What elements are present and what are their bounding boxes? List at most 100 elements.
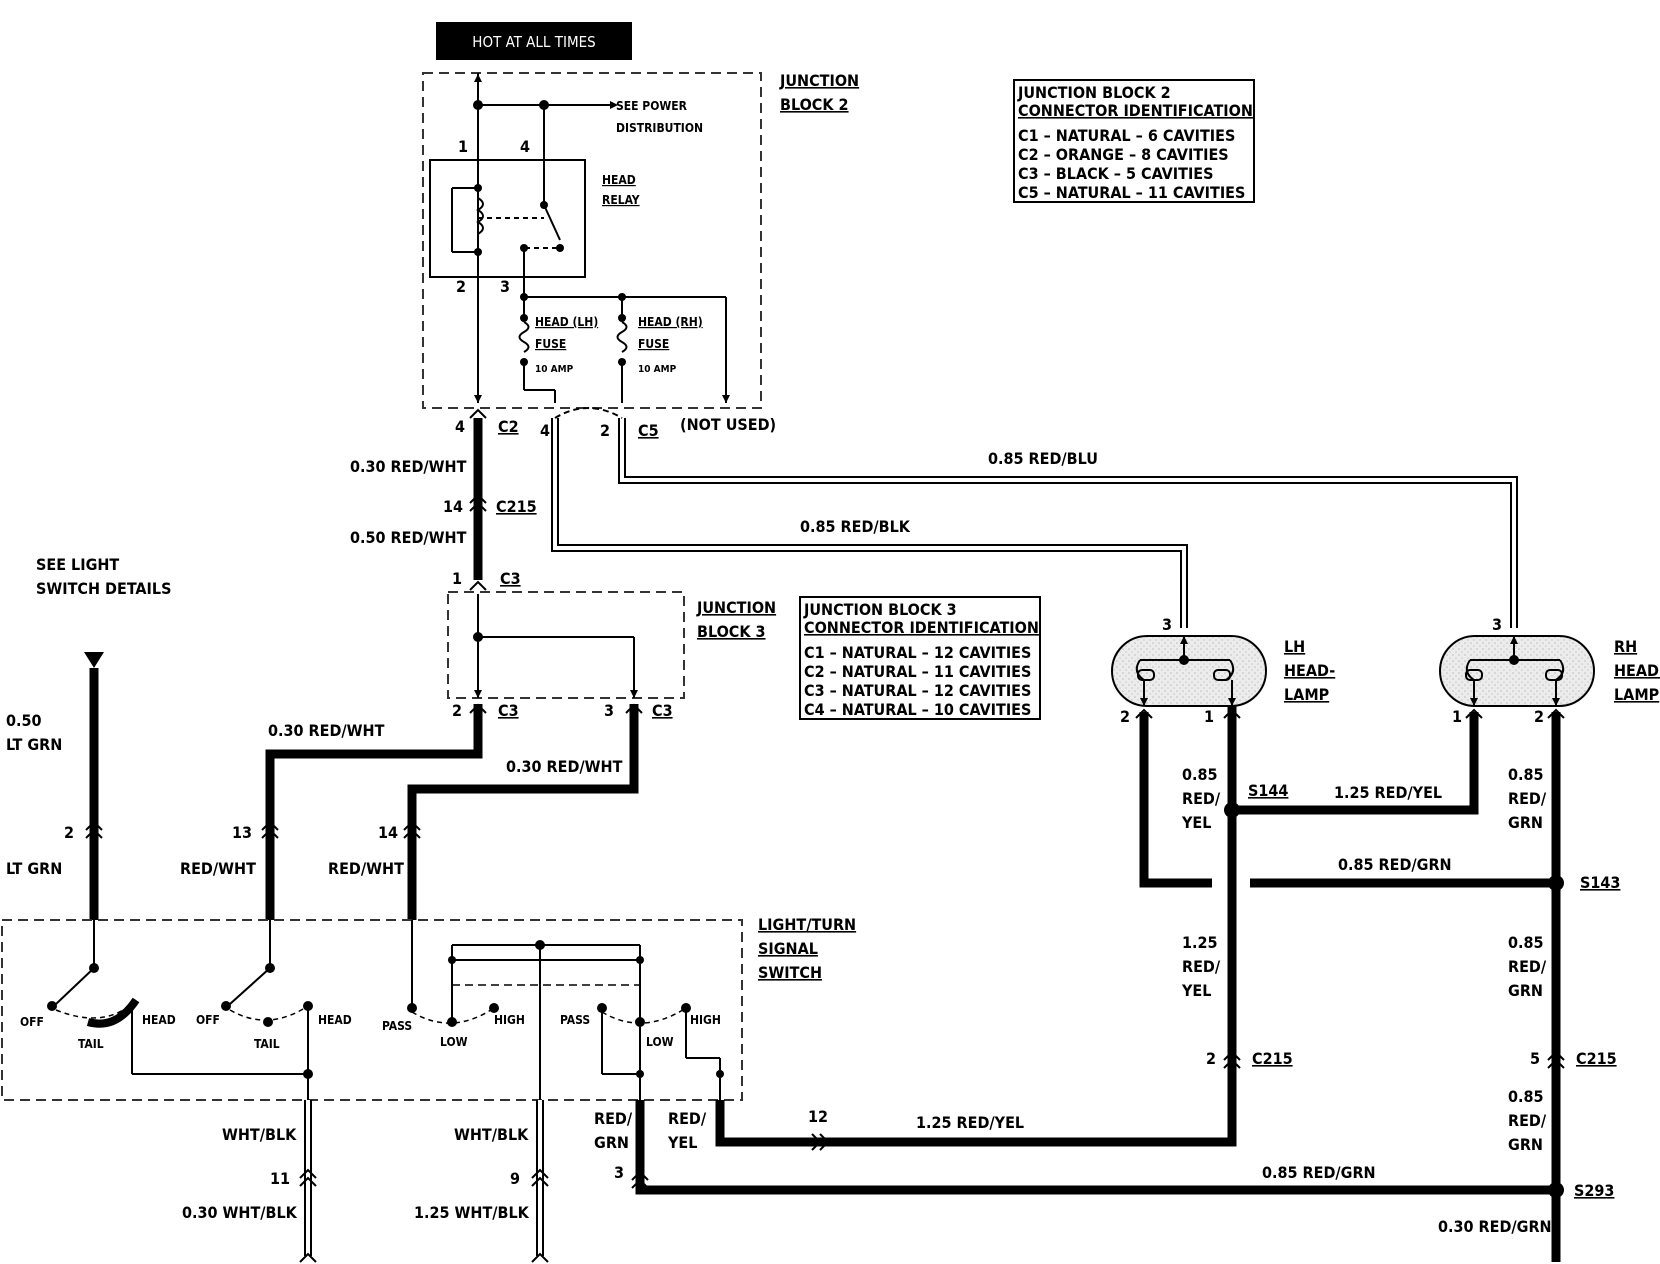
hot-at-all-times-label: HOT AT ALL TIMES xyxy=(436,22,632,60)
svg-text:HOT AT ALL TIMES: HOT AT ALL TIMES xyxy=(472,33,595,51)
rh-pin-2: 2 xyxy=(1534,707,1544,726)
pos-head: HEAD xyxy=(142,1013,176,1027)
wire-red-blk xyxy=(551,418,1188,628)
switch-title-3: SWITCH xyxy=(758,963,822,982)
see-light-1: SEE LIGHT xyxy=(36,555,119,574)
fuse-lh-1: HEAD (LH) xyxy=(535,315,598,329)
fuse-lh-amp: 10 AMP xyxy=(535,364,574,375)
jb3-c3-pin-3: 3 xyxy=(604,701,614,720)
jb2-table-row: C3 – BLACK – 5 CAVITIES xyxy=(1018,164,1214,183)
red-grn-2: GRN xyxy=(594,1133,629,1152)
wire-red-wht-14 xyxy=(407,704,639,920)
jb2-table-row: C2 – ORANGE – 8 CAVITIES xyxy=(1018,145,1229,164)
lh-wire-c2: YEL xyxy=(1181,813,1211,832)
pos-off: OFF xyxy=(196,1013,220,1027)
wire-red-yel-rh-feed xyxy=(1232,712,1479,815)
c5-pin-4: 4 xyxy=(540,421,550,440)
jb3-connector-table: JUNCTION BLOCK 3 CONNECTOR IDENTIFICATIO… xyxy=(799,596,1041,720)
pos-pass: PASS xyxy=(560,1013,590,1027)
jb3-c3-pin-2: 2 xyxy=(452,701,462,720)
wire-label-red-blk: 0.85 RED/BLK xyxy=(800,517,911,536)
wire-label: 0.30 RED/WHT xyxy=(506,757,623,776)
rh-headlamp xyxy=(1439,635,1595,707)
lh-c215-label: C215 xyxy=(1252,1049,1293,1068)
wire-label: 1.25 RED/YEL xyxy=(916,1113,1024,1132)
see-power-1: SEE POWER xyxy=(616,99,688,113)
rh-b-size: 0.85 xyxy=(1508,933,1544,952)
splice-s144: S144 xyxy=(1248,781,1288,800)
rh-b-c2: GRN xyxy=(1508,981,1543,1000)
red-yel-2: YEL xyxy=(667,1133,697,1152)
pos-low: LOW xyxy=(646,1035,674,1049)
wire-label: WHT/BLK xyxy=(454,1125,529,1144)
lt-grn-color: LT GRN xyxy=(6,735,62,754)
lh-label-3: LAMP xyxy=(1284,685,1329,704)
pos-head: HEAD xyxy=(318,1013,352,1027)
rh-pin-3: 3 xyxy=(1492,615,1502,634)
wire-label-red-blu: 0.85 RED/BLU xyxy=(988,449,1098,468)
rh-c215-pin: 5 xyxy=(1530,1049,1540,1068)
lh-wire-size: 0.85 xyxy=(1182,765,1218,784)
rh-c-size: 0.85 xyxy=(1508,1087,1544,1106)
lh-headlamp xyxy=(1111,635,1267,707)
not-used-label: (NOT USED) xyxy=(680,415,776,434)
jb3-c3-label-right: C3 xyxy=(652,701,673,720)
jb3-table-row: C2 – NATURAL – 11 CAVITIES xyxy=(804,662,1031,681)
red-yel-1: RED/ xyxy=(668,1109,707,1128)
pos-high: HIGH xyxy=(494,1013,525,1027)
junction-block-2 xyxy=(422,72,762,409)
arrow-down-icon xyxy=(84,652,104,668)
pos-high: HIGH xyxy=(690,1013,721,1027)
relay-pin-2: 2 xyxy=(456,277,466,296)
pin-9: 9 xyxy=(510,1169,520,1188)
jb3-table-row: C4 – NATURAL – 10 CAVITIES xyxy=(804,700,1031,719)
splice-s143: S143 xyxy=(1580,873,1620,892)
pin-2-color: LT GRN xyxy=(6,859,62,878)
rh-a-size: 0.85 xyxy=(1508,765,1544,784)
svg-text:JUNCTION BLOCK 2: JUNCTION BLOCK 2 xyxy=(1017,83,1171,102)
wire-label: 0.30 RED/GRN xyxy=(1438,1217,1552,1236)
pos-low: LOW xyxy=(440,1035,468,1049)
jb3-c3-label-left: C3 xyxy=(498,701,519,720)
lh-label-2: HEAD- xyxy=(1284,661,1335,680)
pin-3: 3 xyxy=(614,1163,624,1182)
relay-label-2: RELAY xyxy=(602,193,640,207)
lh-wire-c1: RED/ xyxy=(1182,789,1221,808)
c215-label: C215 xyxy=(496,497,537,516)
see-power-2: DISTRIBUTION xyxy=(616,121,703,135)
red-grn-1: RED/ xyxy=(594,1109,633,1128)
wire-label: 0.50 RED/WHT xyxy=(350,528,467,547)
fuse-rh-2: FUSE xyxy=(638,337,669,351)
fuse-rh-amp: 10 AMP xyxy=(638,364,677,375)
junction-block-3 xyxy=(447,591,685,699)
wire-red-grn-lh xyxy=(1139,712,1212,888)
relay-pin-1: 1 xyxy=(458,137,468,156)
c5-label: C5 xyxy=(638,421,659,440)
jb2-table-row: C5 – NATURAL – 11 CAVITIES xyxy=(1018,183,1245,202)
lh-125-size: 1.25 xyxy=(1182,933,1218,952)
wire-label: 1.25 RED/YEL xyxy=(1334,783,1442,802)
jb3-table-row: C1 – NATURAL – 12 CAVITIES xyxy=(804,643,1031,662)
rh-a-c2: GRN xyxy=(1508,813,1543,832)
wire-red-wht-13 xyxy=(265,704,483,920)
svg-text:CONNECTOR IDENTIFICATION: CONNECTOR IDENTIFICATION xyxy=(1018,101,1253,120)
jb2-title-2: BLOCK 2 xyxy=(780,95,849,114)
pin-2: 2 xyxy=(64,823,74,842)
pin-11: 11 xyxy=(270,1169,290,1188)
rh-a-c1: RED/ xyxy=(1508,789,1547,808)
jb2-connector-table: JUNCTION BLOCK 2 CONNECTOR IDENTIFICATIO… xyxy=(1013,79,1255,203)
jb3-table-row: C3 – NATURAL – 12 CAVITIES xyxy=(804,681,1031,700)
jb2-table-row: C1 – NATURAL – 6 CAVITIES xyxy=(1018,126,1235,145)
wire-color-14: RED/WHT xyxy=(328,859,404,878)
switch-title-1: LIGHT/TURN xyxy=(758,915,856,934)
switch-title-2: SIGNAL xyxy=(758,939,818,958)
relay-pin-3: 3 xyxy=(500,277,510,296)
jb3-c3-label-top: C3 xyxy=(500,569,521,588)
lh-125-c1: RED/ xyxy=(1182,957,1221,976)
wire-label: 0.30 WHT/BLK xyxy=(182,1203,298,1222)
fuse-lh-2: FUSE xyxy=(535,337,566,351)
pos-off: OFF xyxy=(20,1015,44,1029)
relay-pin-4: 4 xyxy=(520,137,530,156)
lt-grn-size: 0.50 xyxy=(6,711,42,730)
pos-tail: TAIL xyxy=(254,1037,280,1051)
